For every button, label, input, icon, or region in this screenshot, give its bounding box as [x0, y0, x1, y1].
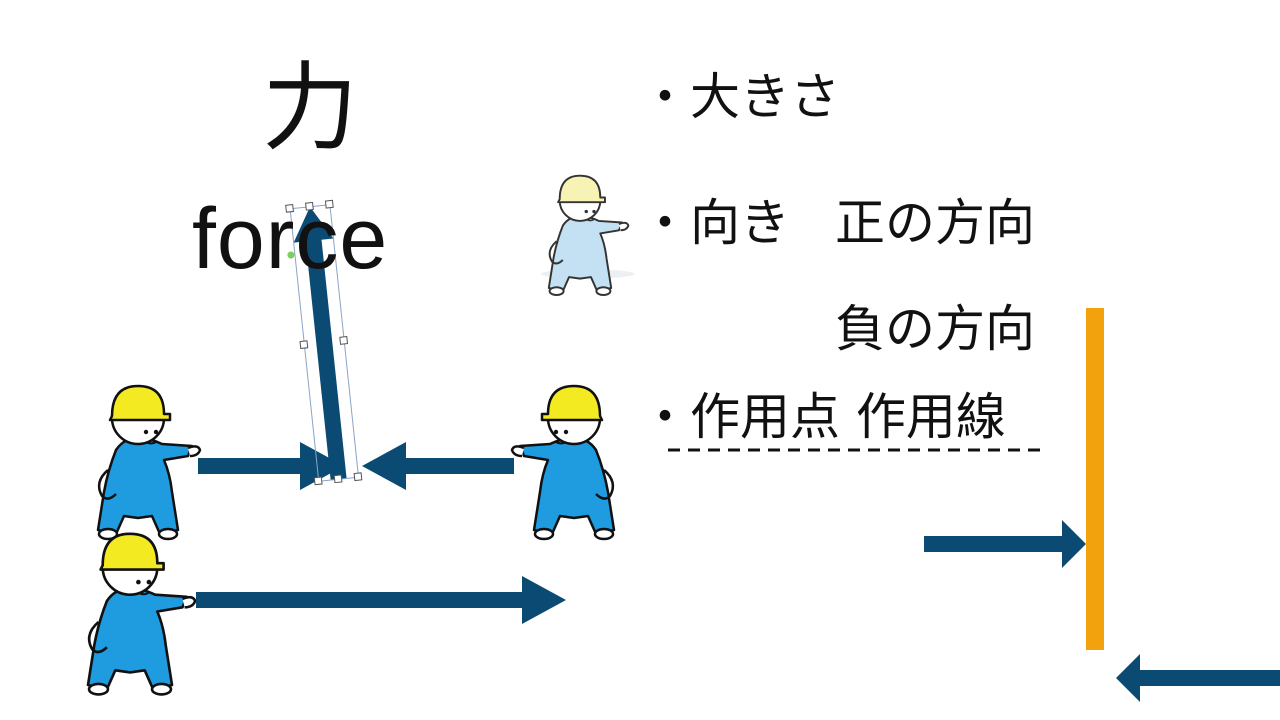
- title-kanji: 力: [262, 52, 358, 164]
- arrow-icon: [362, 442, 514, 490]
- bullet-text: 作用点 作用線: [690, 388, 1006, 446]
- wall-bar: [1086, 308, 1104, 650]
- bullet-direction: ・向き: [640, 198, 790, 248]
- arrow-icon: [196, 576, 566, 624]
- positive-direction-label: 正の方向: [835, 194, 1035, 252]
- bullet-marker: ・: [640, 388, 690, 446]
- title-english: force: [192, 191, 389, 287]
- bullet-marker: ・: [640, 68, 690, 126]
- arrow-icon: [924, 520, 1086, 568]
- arrow-icon: [1116, 654, 1280, 702]
- worker-character-icon: [96, 384, 202, 541]
- bullet-marker: ・: [640, 194, 690, 252]
- arrow-icon: [198, 442, 344, 490]
- arrow-icon: [293, 206, 347, 481]
- bullet-text: 大きさ: [690, 68, 840, 126]
- bullet-magnitude: ・大きさ: [640, 72, 840, 122]
- negative-direction-label: 負の方向: [835, 300, 1035, 358]
- selection-handle-icon: [285, 199, 363, 486]
- worker-character-icon: [86, 532, 197, 696]
- bullet-text: 向き: [690, 194, 790, 252]
- worker-character-icon: [510, 384, 616, 541]
- bullet-point-of-action: ・作用点 作用線: [640, 392, 1006, 442]
- faded-worker-character-icon: [541, 174, 635, 296]
